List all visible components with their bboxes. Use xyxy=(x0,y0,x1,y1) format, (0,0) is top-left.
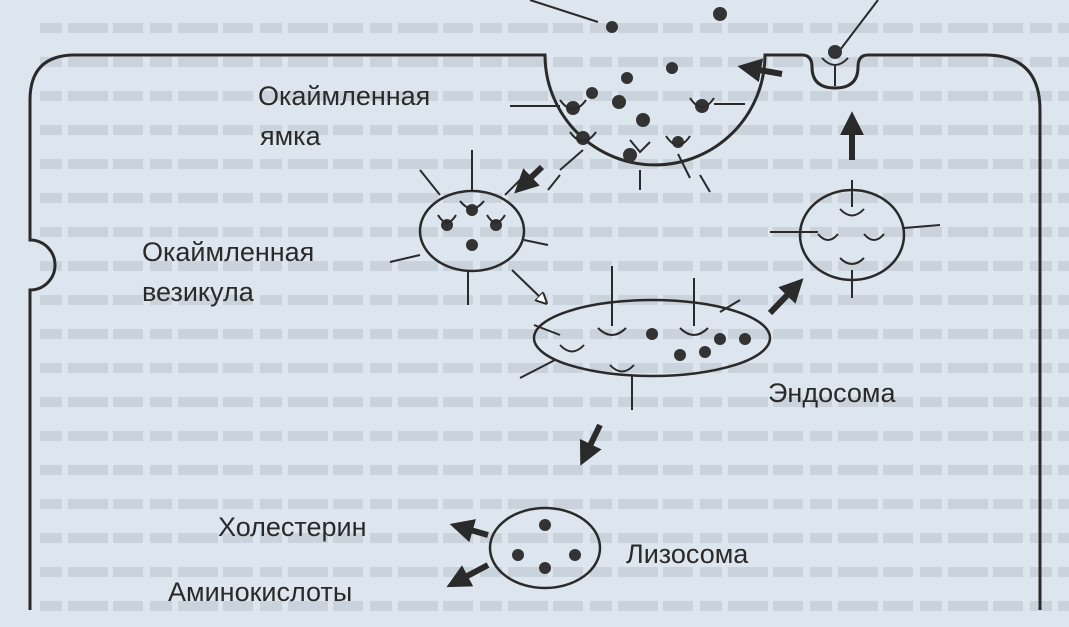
arrow-to-amino-acids xyxy=(446,562,490,588)
receptor-cup xyxy=(821,57,849,66)
arrow-vesicle-to-endosome xyxy=(511,269,543,300)
ligand-dot xyxy=(713,7,727,21)
ligand-pointer-line xyxy=(529,0,599,23)
arrow-to-cholesterol xyxy=(449,519,489,543)
label-endosome: Эндосома xyxy=(768,378,896,408)
label-coated-vesicle-line2: везикула xyxy=(142,277,254,307)
ligand-dot xyxy=(606,21,618,33)
recycling-vesicle xyxy=(770,180,941,298)
label-coated-pit-line1: Окаймленная xyxy=(258,81,431,111)
arrow-endosome-to-lysosome xyxy=(579,423,603,466)
arrow-pit-to-vesicle xyxy=(514,164,545,194)
label-lysosome: Лизосома xyxy=(626,539,749,569)
endosome xyxy=(519,266,772,410)
arrow-receptor-to-pit xyxy=(737,58,783,83)
label-coated-vesicle: Окаймленная везикула xyxy=(142,232,314,312)
coated-pit-contents xyxy=(510,62,745,193)
cell-membrane xyxy=(28,53,1042,610)
label-cholesterol: Холестерин xyxy=(218,512,367,542)
receptor-ligand-dot xyxy=(828,45,842,59)
bleed-through-texture xyxy=(40,23,1069,611)
lysosome xyxy=(488,506,602,590)
label-coated-vesicle-line1: Окаймленная xyxy=(142,237,315,267)
ligand-pointer-line xyxy=(839,0,879,51)
process-arrows xyxy=(446,58,864,588)
label-coated-pit-line2: ямка xyxy=(260,121,321,151)
label-coated-pit: Окаймленная ямка xyxy=(258,76,430,156)
arrow-endosome-to-recycling xyxy=(767,278,804,316)
label-amino-acids: Аминокислоты xyxy=(168,577,353,607)
